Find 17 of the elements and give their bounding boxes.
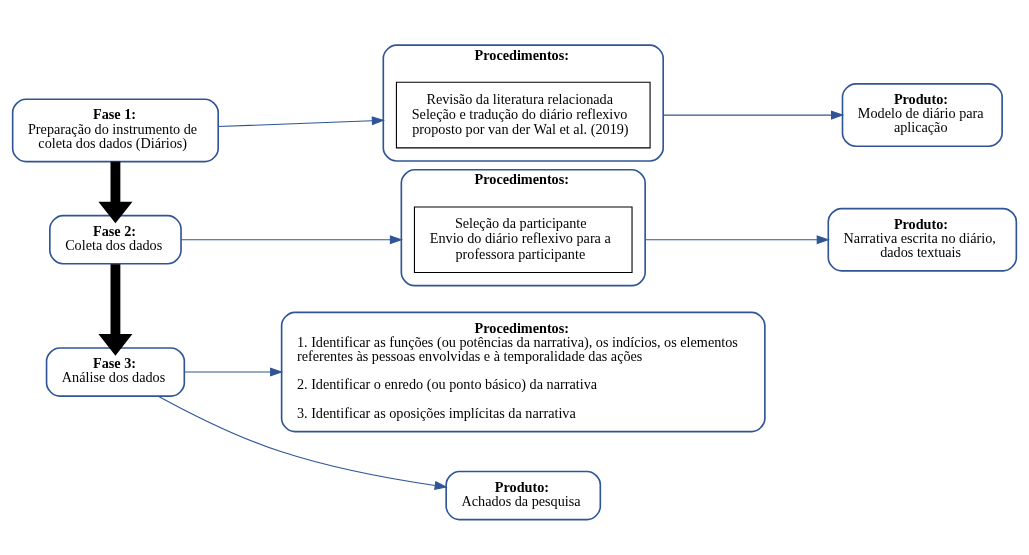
arrow	[644, 234, 830, 244]
node-box: Produto: Narrativa escrita no diário, dados textuais	[827, 207, 1018, 272]
arrow	[98, 161, 133, 223]
arrow	[157, 395, 448, 490]
node-box: Produto: Modelo de diário para aplicação	[841, 82, 1003, 147]
node-box: Procedimentos: 1. Identificar as funções (ou potências da narrativa), os indícios, os elementos referentes às pessoas envolvidas e à temporalidade das ações 2. Identificar o enredo (ou ponto básico) da narrativa 3. Identificar as oposições implícitas da narrativa	[280, 311, 766, 432]
arrow	[217, 115, 385, 127]
arrow	[662, 110, 845, 120]
node-box: Produto: Achados da pesquisa	[445, 470, 602, 520]
node-box: Fase 3: Análise dos dados	[45, 346, 186, 397]
arrow	[180, 234, 403, 244]
node-box: Fase 1: Preparação do instrumento de coleta dos dados (Diários)	[11, 97, 220, 162]
node-box: Fase 2: Coleta dos dados	[49, 214, 182, 265]
node-box: Revisão da literatura relacionada Seleção e tradução do diário reflexivo proposto por van der Wal et al. (2019)	[395, 81, 651, 148]
node-box: Seleção da participante Envio do diário reflexivo para a professora participante	[413, 205, 633, 273]
arrow	[98, 263, 133, 356]
arrow	[183, 366, 284, 377]
